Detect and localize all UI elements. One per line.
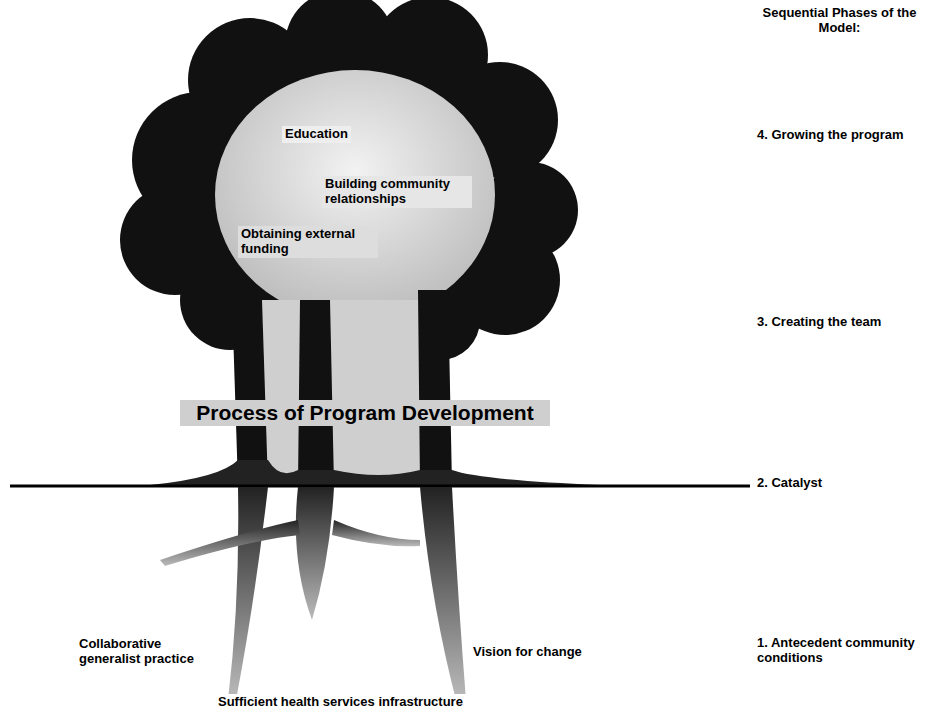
phases-heading: Sequential Phases of the Model: [757,6,922,36]
root-label: Sufficient health services infrastructur… [215,694,466,711]
phase-label: 1. Antecedent community conditions [757,636,917,666]
trunk-label: Process of Program Development [180,400,550,426]
branch-label: Obtaining external funding [238,226,378,258]
phase-label: 3. Creating the team [757,315,922,330]
trunk-ground [262,300,422,485]
root-label: Collaborative generalist practice [76,636,226,668]
tree-roots [160,487,466,700]
root-flare [150,460,600,485]
tree-trunk [232,290,452,485]
root-label: Vision for change [470,644,620,661]
branch-label: Education [282,126,351,143]
branch-label: Building community relationships [322,176,472,208]
phase-label: 4. Growing the program [757,128,922,143]
canopy-core [215,70,495,320]
phase-label: 2. Catalyst [757,476,922,491]
ground-line [10,485,750,488]
